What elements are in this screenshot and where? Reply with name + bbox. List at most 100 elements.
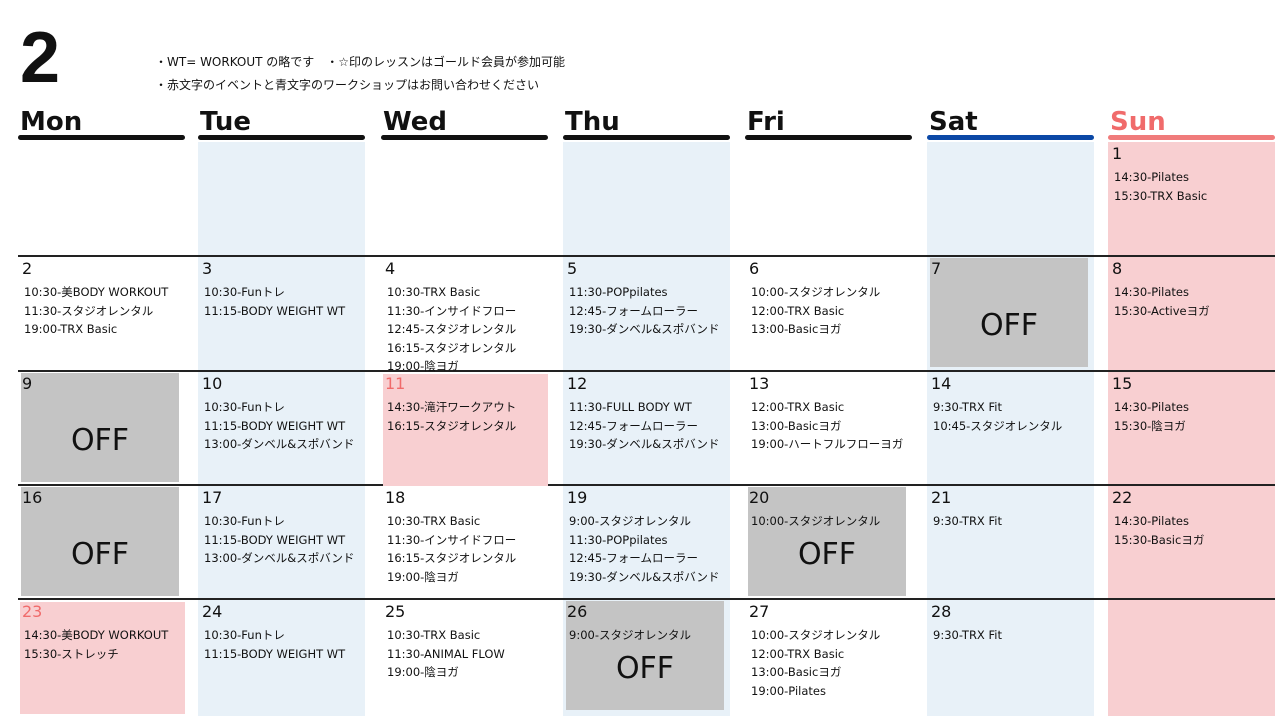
event-item[interactable]: 9:00-スタジオレンタル bbox=[569, 628, 691, 642]
event-item[interactable]: 19:00-ハートフルフローヨガ bbox=[751, 437, 904, 451]
event-item[interactable]: 19:00-陰ヨガ bbox=[387, 569, 459, 584]
event-item[interactable]: 12:00-TRX Basic bbox=[751, 303, 845, 318]
event-item[interactable]: 10:30-美BODY WORKOUT bbox=[24, 285, 169, 299]
event-item[interactable]: 12:45-スタジオレンタル bbox=[387, 322, 517, 336]
event-item[interactable]: 19:30-ダンベル&スポバンド bbox=[569, 437, 720, 451]
date-number: 15 bbox=[1112, 374, 1133, 393]
event-item[interactable]: 15:30-ストレッチ bbox=[24, 646, 119, 661]
event-item[interactable]: 16:15-スタジオレンタル bbox=[387, 418, 517, 433]
event-list: 14:30-Pilates 15:30-Activeヨガ bbox=[1114, 283, 1210, 320]
event-item[interactable]: 10:30-Funトレ bbox=[204, 514, 285, 528]
event-item[interactable]: 10:45-スタジオレンタル bbox=[933, 418, 1063, 433]
event-list: 14:30-Pilates 15:30-Basicヨガ bbox=[1114, 512, 1204, 549]
event-item[interactable]: 11:30-インサイドフロー bbox=[387, 303, 517, 318]
event-item[interactable]: 11:15-BODY WEIGHT WT bbox=[204, 646, 346, 661]
day-header-fri: Fri bbox=[745, 108, 912, 142]
event-item[interactable]: 10:30-Funトレ bbox=[204, 400, 285, 414]
event-item[interactable]: 19:30-ダンベル&スポバンド bbox=[569, 569, 720, 584]
event-list: 11:30-FULL BODY WT 12:45-フォームローラー 19:30-ダン… bbox=[569, 398, 719, 454]
event-item[interactable]: 10:30-TRX Basic bbox=[387, 628, 481, 642]
event-item[interactable]: 11:30-FULL BODY WT bbox=[569, 400, 692, 414]
event-item[interactable]: 10:30-TRX Basic bbox=[387, 285, 481, 299]
event-item[interactable]: 14:30-Pilates bbox=[1114, 400, 1189, 414]
day-cell[interactable]: 15 14:30-Pilates 15:30-陰ヨガ bbox=[1108, 372, 1275, 486]
event-item[interactable]: 11:30-スタジオレンタル bbox=[24, 303, 154, 318]
event-item[interactable]: 9:00-スタジオレンタル bbox=[569, 514, 691, 528]
event-item[interactable]: 14:30-滝汗ワークアウト bbox=[387, 400, 517, 414]
event-item[interactable]: 10:30-Funトレ bbox=[204, 628, 285, 642]
event-item[interactable]: 9:30-TRX Fit bbox=[933, 628, 1002, 642]
event-item[interactable]: 19:00-Pilates bbox=[751, 683, 826, 698]
event-item[interactable]: 9:30-TRX Fit bbox=[933, 514, 1002, 528]
event-item[interactable]: 11:30-ANIMAL FLOW bbox=[387, 646, 505, 661]
event-item[interactable]: 13:00-Basicヨガ bbox=[751, 418, 842, 433]
event-item[interactable]: 15:30-陰ヨガ bbox=[1114, 418, 1186, 433]
month-number: 2 bbox=[20, 18, 60, 98]
event-item[interactable]: 12:45-フォームローラー bbox=[569, 551, 698, 565]
event-item[interactable]: 14:30-Pilates bbox=[1114, 514, 1189, 528]
event-item[interactable]: 16:15-スタジオレンタル bbox=[387, 340, 517, 355]
event-item[interactable]: 11:30-POPpilates bbox=[569, 532, 668, 547]
event-item[interactable]: 10:00-スタジオレンタル bbox=[751, 285, 881, 299]
event-item[interactable]: 11:15-BODY WEIGHT WT bbox=[204, 532, 346, 547]
event-list: 9:00-スタジオレンタル 11:30-POPpilates 12:45-フォームロ… bbox=[569, 512, 719, 586]
event-item[interactable]: 12:00-TRX Basic bbox=[751, 646, 845, 661]
event-item[interactable]: 11:15-BODY WEIGHT WT bbox=[204, 303, 346, 318]
event-item[interactable]: 19:00-TRX Basic bbox=[24, 322, 118, 336]
event-item[interactable]: 11:30-インサイドフロー bbox=[387, 532, 517, 547]
event-item[interactable]: 12:45-フォームローラー bbox=[569, 418, 698, 433]
event-item[interactable]: 15:30-Basicヨガ bbox=[1114, 532, 1205, 547]
event-item[interactable]: 10:30-Funトレ bbox=[204, 285, 285, 299]
event-item[interactable]: 15:30-TRX Basic bbox=[1114, 188, 1208, 203]
event-item[interactable]: 12:00-TRX Basic bbox=[751, 400, 845, 414]
event-item[interactable]: 14:30-Pilates bbox=[1114, 285, 1189, 299]
event-item[interactable]: 10:30-TRX Basic bbox=[387, 514, 481, 528]
event-item[interactable]: 12:45-フォームローラー bbox=[569, 303, 698, 318]
event-item[interactable]: 10:00-スタジオレンタル bbox=[751, 628, 881, 642]
day-header-sun: Sun bbox=[1108, 108, 1275, 142]
event-item[interactable]: 14:30-美BODY WORKOUT bbox=[24, 628, 169, 642]
event-item[interactable]: 11:15-BODY WEIGHT WT bbox=[204, 418, 346, 433]
event-item[interactable]: 10:00-スタジオレンタル bbox=[751, 514, 881, 528]
event-item[interactable]: 16:15-スタジオレンタル bbox=[387, 551, 517, 565]
event-item[interactable]: 19:00-陰ヨガ bbox=[387, 359, 459, 373]
event-item[interactable]: 13:00-ダンベル&スポバンド bbox=[204, 437, 355, 451]
event-item[interactable]: 15:30-Activeヨガ bbox=[1114, 303, 1210, 318]
event-item[interactable]: 13:00-Basicヨガ bbox=[751, 665, 842, 679]
event-item[interactable]: 13:00-Basicヨガ bbox=[751, 322, 842, 336]
event-item[interactable]: 14:30-Pilates bbox=[1114, 170, 1189, 184]
event-item[interactable]: 13:00-ダンベル&スポバンド bbox=[204, 551, 355, 565]
event-item[interactable]: 11:30-POPpilates bbox=[569, 285, 668, 299]
event-item[interactable]: 9:30-TRX Fit bbox=[933, 400, 1002, 414]
event-item[interactable]: 19:30-ダンベル&スポバンド bbox=[569, 322, 720, 336]
event-item[interactable]: 19:00-陰ヨガ bbox=[387, 665, 459, 679]
event-list: 14:30-美BODY WORKOUT 15:30-ストレッチ bbox=[24, 626, 168, 663]
